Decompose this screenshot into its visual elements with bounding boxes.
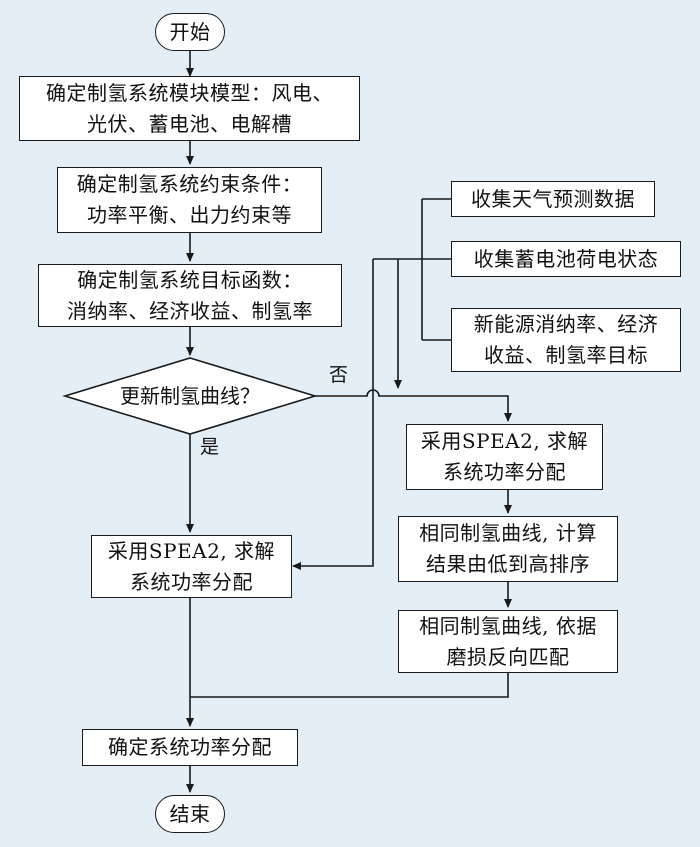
model-box: 确定制氢系统模块模型：风电、 光伏、蓄电池、电解槽 — [19, 76, 360, 141]
constraint-box: 确定制氢系统约束条件： 功率平衡、出力约束等 — [57, 167, 322, 233]
spea2-left-line2: 系统功率分配 — [130, 569, 253, 594]
decision-diamond — [62, 357, 318, 435]
target-line2: 收益、制氢率目标 — [484, 343, 648, 367]
battery-state-box: 收集蓄电池荷电状态 — [451, 241, 681, 277]
spea2-right-line2: 系统功率分配 — [443, 460, 566, 484]
objective-line2: 消纳率、经济收益、制氢率 — [67, 298, 313, 323]
weather-box: 收集天气预测数据 — [451, 181, 655, 217]
sort-box: 相同制氢曲线, 计算 结果由低到高排序 — [398, 516, 618, 582]
weather-label: 收集天气预测数据 — [471, 186, 635, 211]
objective-box: 确定制氢系统目标函数： 消纳率、经济收益、制氢率 — [38, 264, 342, 327]
match-line2: 磨损反向匹配 — [446, 644, 570, 669]
target-line1: 新能源消纳率、经济 — [473, 312, 659, 336]
spea2-right-line1: 采用SPEA2, 求解 — [420, 429, 589, 453]
spea2-right-box: 采用SPEA2, 求解 系统功率分配 — [406, 424, 603, 490]
model-line1: 确定制氢系统模块模型：风电、 — [46, 80, 333, 105]
end-label: 结束 — [169, 801, 211, 826]
target-box: 新能源消纳率、经济 收益、制氢率目标 — [451, 308, 681, 372]
label-yes: 是 — [200, 436, 220, 458]
spea2-left-line1: 采用SPEA2, 求解 — [107, 538, 276, 563]
model-line2: 光伏、蓄电池、电解槽 — [87, 111, 292, 136]
sort-line1: 相同制氢曲线, 计算 — [419, 521, 597, 545]
start-label: 开始 — [169, 19, 211, 44]
objective-line1: 确定制氢系统目标函数： — [77, 267, 303, 292]
decision-label: 更新制氢曲线？ — [120, 384, 260, 408]
bus-to-spea2-left — [292, 259, 374, 570]
edge-match-to-merge — [190, 673, 509, 698]
match-line1: 相同制氢曲线, 依据 — [419, 613, 597, 638]
spea2-left-box: 采用SPEA2, 求解 系统功率分配 — [91, 535, 292, 598]
final-box: 确定系统功率分配 — [82, 729, 298, 766]
constraint-line2: 功率平衡、出力约束等 — [87, 203, 292, 227]
constraint-line1: 确定制氢系统约束条件： — [76, 172, 303, 196]
sort-line2: 结果由低到高排序 — [426, 552, 590, 576]
battery-state-label: 收集蓄电池荷电状态 — [473, 246, 659, 271]
start-node: 开始 — [155, 13, 225, 51]
label-no: 否 — [329, 364, 349, 386]
edge-decision-no — [315, 389, 512, 422]
match-box: 相同制氢曲线, 依据 磨损反向匹配 — [398, 610, 618, 673]
end-node: 结束 — [155, 795, 225, 833]
final-label: 确定系统功率分配 — [108, 735, 272, 759]
